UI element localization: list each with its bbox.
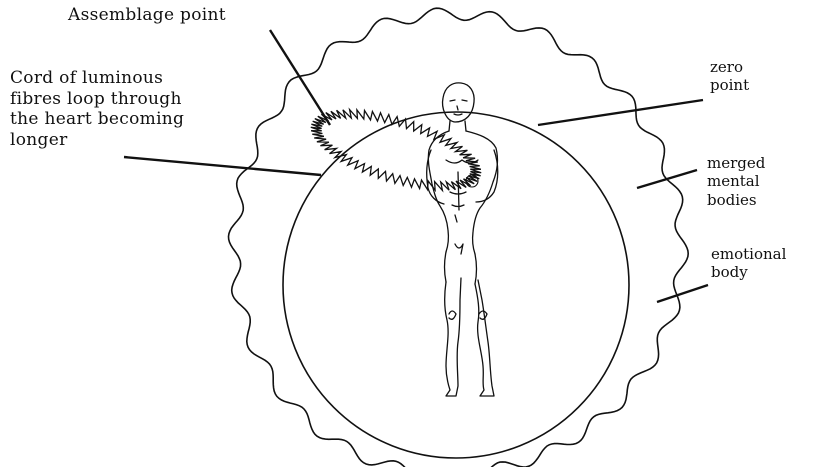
merged-mental-line: mental [707, 172, 765, 190]
leader-lines [124, 30, 708, 302]
label-assemblage-point: Assemblage point [68, 5, 226, 26]
zero-point-line: zero [710, 58, 749, 76]
cord-line: the heart becoming [10, 109, 184, 130]
emotional-body-line: emotional [711, 245, 786, 263]
assemblage-point-text: Assemblage point [68, 5, 226, 25]
cord-line: Cord of luminous [10, 68, 184, 89]
emotional-body-outline [229, 8, 689, 467]
figure-knees [449, 311, 487, 319]
zero-point-line: point [710, 76, 749, 94]
human-figure [427, 83, 498, 396]
cord-line: longer [10, 130, 184, 151]
leader-emotional [657, 285, 708, 302]
emotional-body-line: body [711, 263, 786, 281]
merged-mental-line: merged [707, 154, 765, 172]
merged-mental-line: bodies [707, 191, 765, 209]
label-merged-mental-bodies: merged mental bodies [707, 154, 765, 209]
figure-head [443, 83, 475, 122]
leader-merged-mental [637, 170, 697, 188]
figure-left-leg [445, 278, 461, 396]
leader-assemblage-point [270, 30, 330, 125]
label-cord: Cord of luminous fibres loop through the… [10, 68, 184, 151]
figure-right-leg [475, 280, 494, 396]
cord-line: fibres loop through [10, 89, 184, 110]
leader-zero-point [538, 100, 703, 125]
figure-torso [428, 131, 497, 254]
mental-body-circle [283, 112, 629, 458]
leader-cord [124, 157, 321, 175]
label-emotional-body: emotional body [711, 245, 786, 282]
label-zero-point: zero point [710, 58, 749, 95]
